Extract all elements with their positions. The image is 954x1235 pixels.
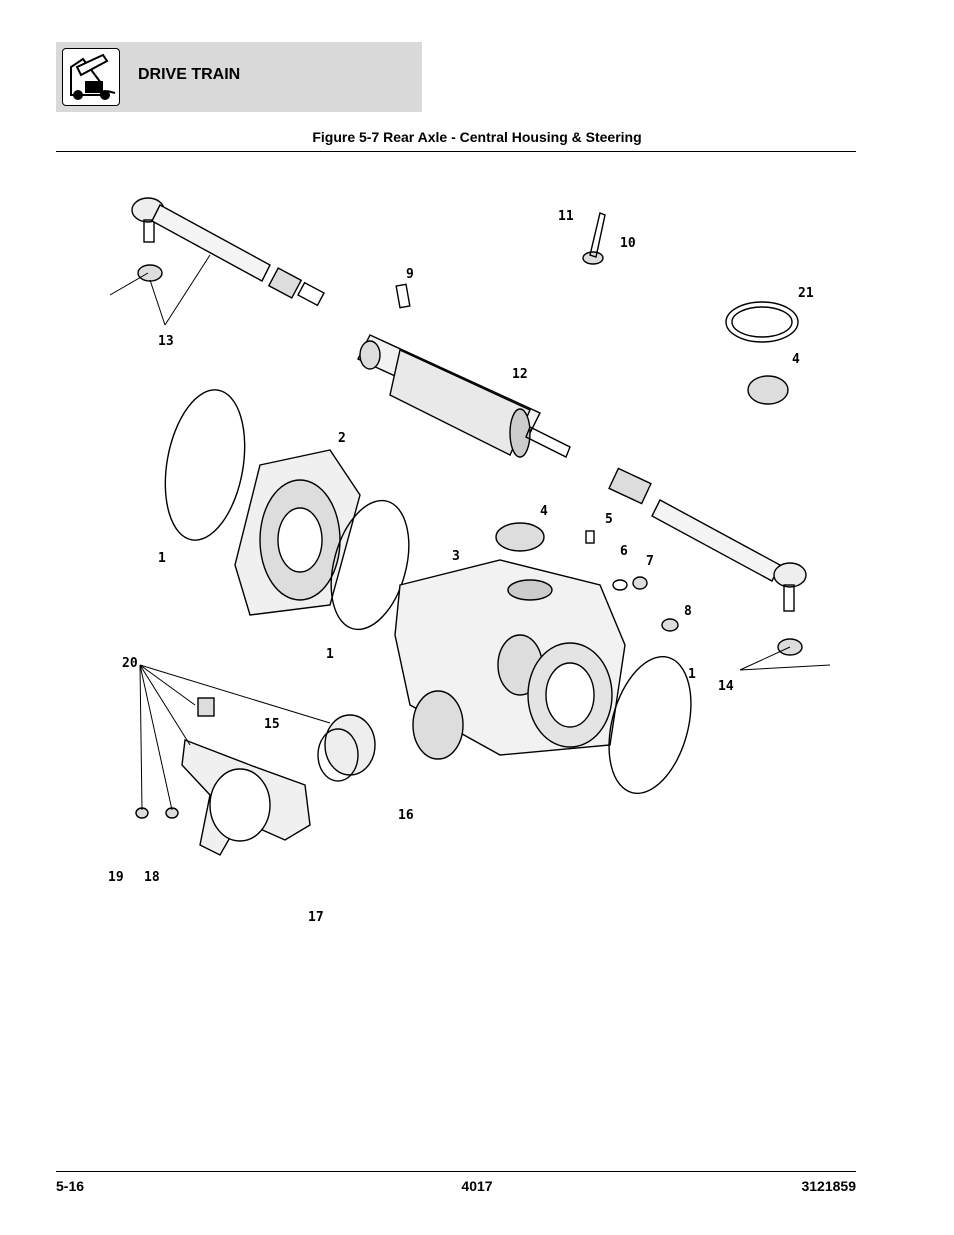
- callout-12: 12: [512, 367, 528, 382]
- callout-3: 3: [452, 549, 460, 564]
- exploded-parts-diagram: 13 14 11 10 9 21 4 12 2 1 4 5 6 7 3 8 1 …: [108, 197, 831, 925]
- tie-rod-left: [131, 197, 325, 307]
- callout-1: 1: [326, 647, 334, 662]
- steering-cylinder: [357, 283, 571, 458]
- callout-17: 17: [308, 910, 324, 925]
- callout-16: 16: [398, 808, 414, 823]
- callout-4: 4: [540, 504, 548, 519]
- page-number: 5-16: [56, 1178, 85, 1194]
- section-header: DRIVE TRAIN: [56, 42, 422, 112]
- axle-flange: [234, 449, 361, 616]
- callout-14: 14: [718, 679, 734, 694]
- central-housing: [394, 559, 626, 760]
- callout-20: 20: [122, 656, 138, 671]
- callout-8: 8: [684, 604, 692, 619]
- callout-13: 13: [158, 334, 174, 349]
- callout-11: 11: [558, 209, 574, 224]
- callout-18: 18: [144, 870, 160, 885]
- callout-6: 6: [620, 544, 628, 559]
- document-part-number: 3121859: [801, 1178, 856, 1194]
- callout-7: 7: [646, 554, 654, 569]
- callout-1: 1: [158, 551, 166, 566]
- tie-rod-right: [608, 467, 807, 656]
- header-divider: [56, 151, 856, 152]
- model-number: 4017: [461, 1178, 493, 1194]
- callout-15: 15: [264, 717, 280, 732]
- callout-9: 9: [406, 267, 414, 282]
- section-title: DRIVE TRAIN: [138, 66, 241, 83]
- footer-divider: [56, 1171, 856, 1172]
- telehandler-icon: [62, 48, 120, 106]
- callout-1: 1: [688, 667, 696, 682]
- callout-10: 10: [620, 236, 636, 251]
- callout-19: 19: [108, 870, 124, 885]
- callout-21: 21: [798, 286, 814, 301]
- figure-title: Figure 5-7 Rear Axle - Central Housing &…: [312, 129, 642, 145]
- callout-2: 2: [338, 431, 346, 446]
- callout-5: 5: [605, 512, 613, 527]
- callout-4: 4: [792, 352, 800, 367]
